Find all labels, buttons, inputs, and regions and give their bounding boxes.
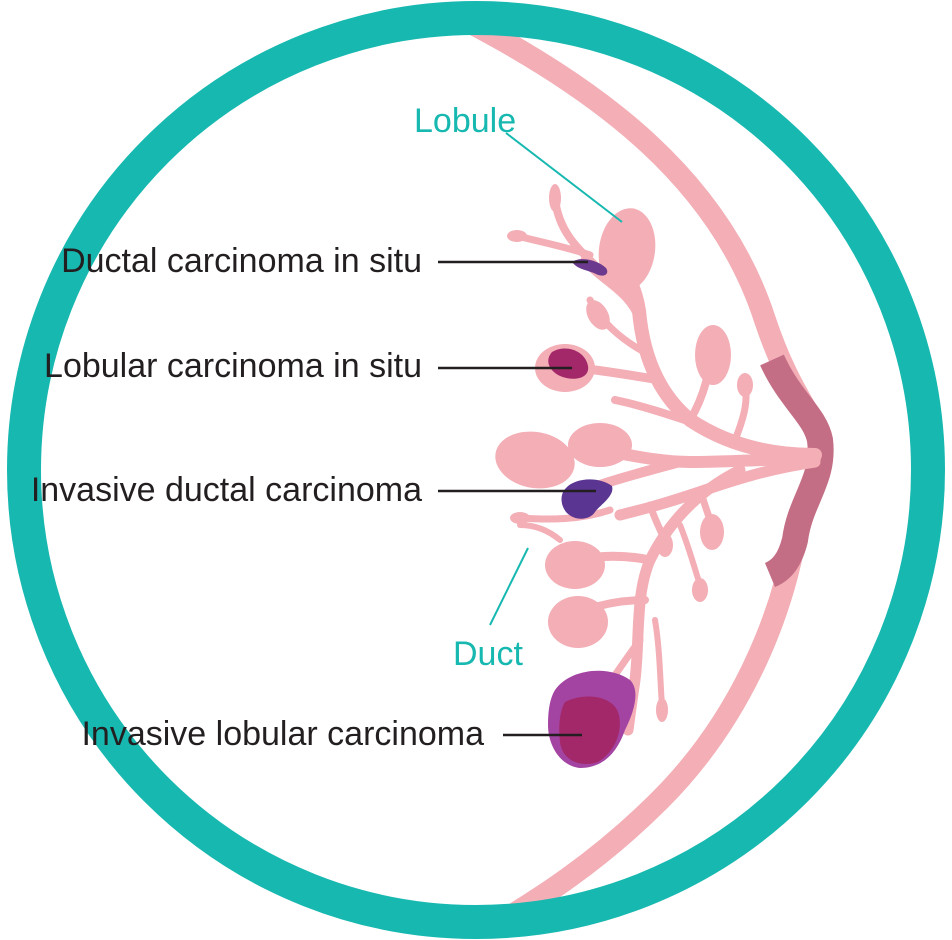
lobule: [507, 230, 527, 242]
idc-label: Invasive ductal carcinoma: [31, 471, 422, 509]
ilc-lesion-inner: [559, 696, 620, 764]
lobule: [545, 541, 605, 589]
lobule: [510, 512, 530, 524]
background-disk: [24, 18, 928, 922]
breast-tissue: [454, 18, 834, 922]
lobule: [692, 578, 708, 602]
lobule: [549, 184, 561, 212]
dcis-label: Ductal carcinoma in situ: [61, 242, 422, 280]
duct-leader: [489, 547, 529, 626]
lobule: [695, 325, 731, 385]
lobule: [548, 596, 608, 648]
ilc-label: Invasive lobular carcinoma: [81, 715, 484, 753]
frame-ring: [7, 1, 945, 939]
lobule: [737, 373, 753, 397]
lobule-label: Lobule: [414, 102, 516, 140]
nipple: [760, 354, 834, 587]
duct-branch: [614, 456, 821, 521]
lobule: [656, 698, 668, 722]
duct-label: Duct: [453, 635, 523, 673]
lobule: [657, 533, 673, 557]
duct-branch: [652, 617, 665, 708]
duct-branch: [517, 522, 563, 543]
lobule: [495, 431, 575, 489]
idc-lesion: [561, 479, 613, 519]
leader-lines: [438, 260, 596, 737]
duct-branch: [594, 444, 821, 468]
lobule-leader: [505, 132, 623, 223]
lobule: [598, 208, 656, 292]
lobule: [700, 514, 724, 550]
lobule: [586, 300, 610, 330]
lcis-lesion: [548, 348, 589, 379]
lobules: [495, 184, 753, 722]
lcis-label: Lobular carcinoma in situ: [44, 347, 422, 385]
leader-lines-teal: [489, 132, 623, 626]
lobule: [568, 423, 632, 467]
